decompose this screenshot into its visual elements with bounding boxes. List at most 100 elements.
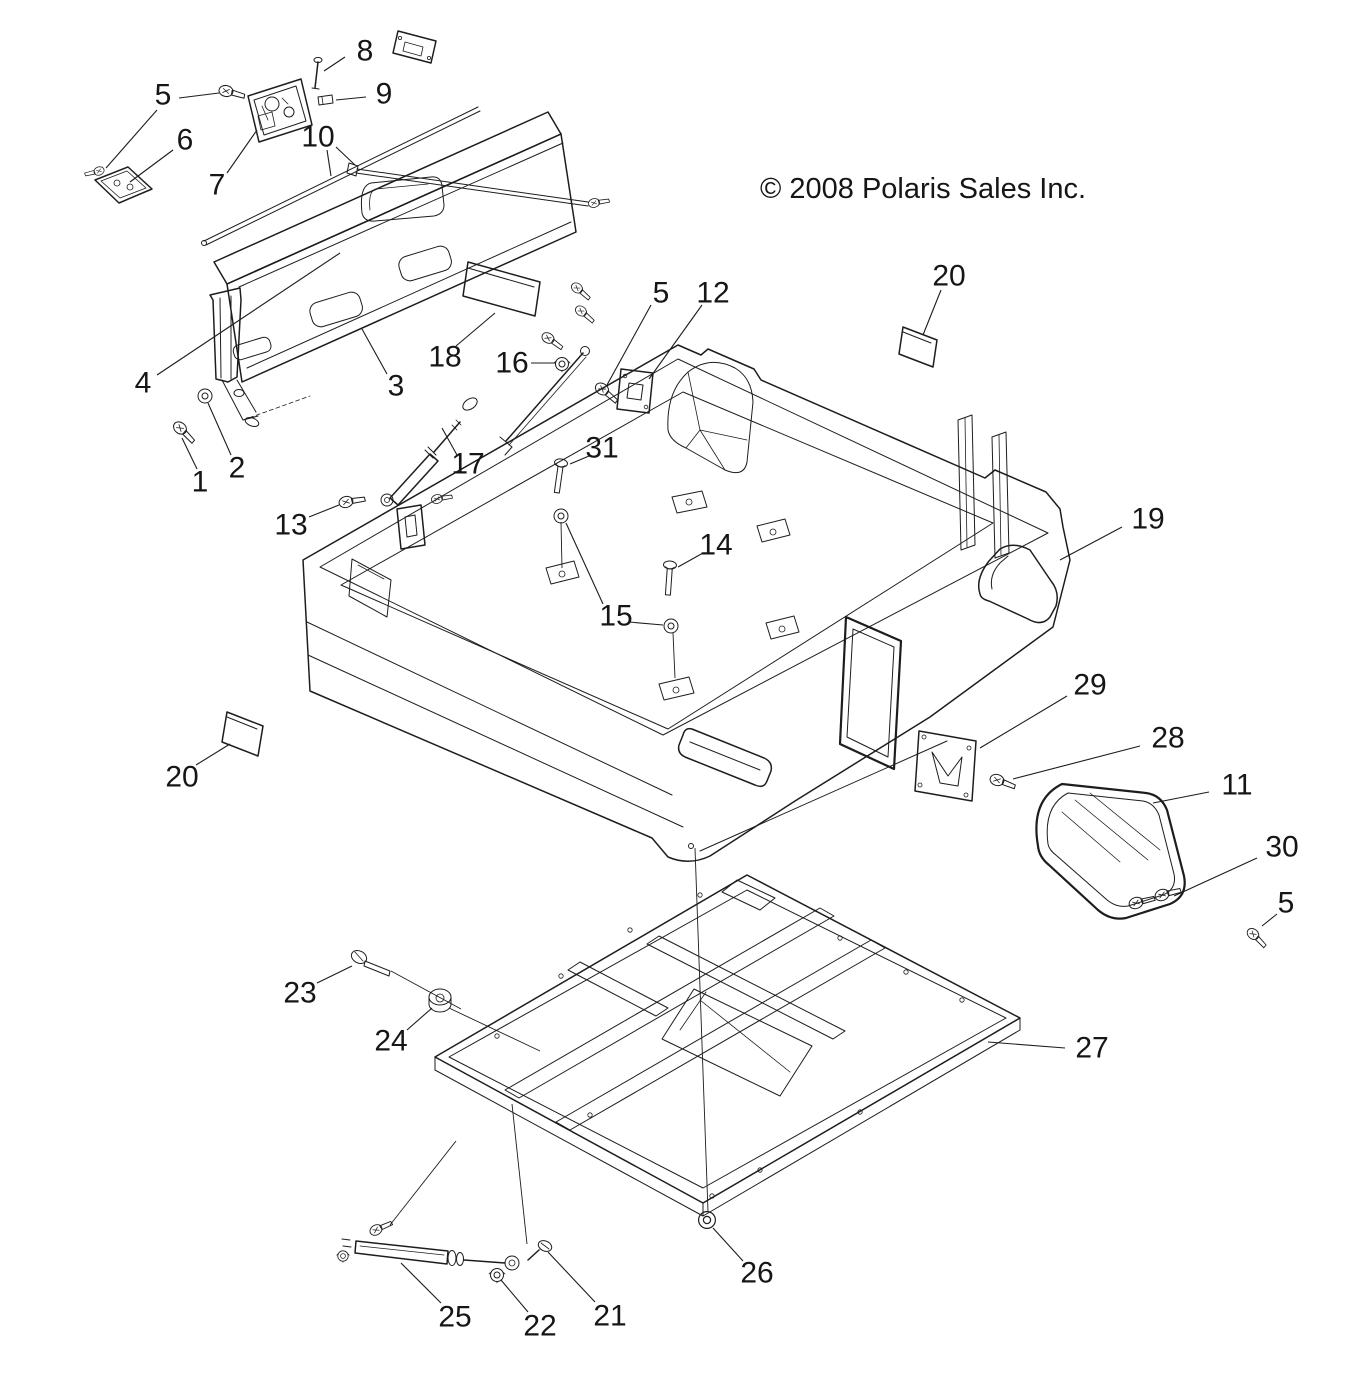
- callout-2: 2: [229, 452, 246, 485]
- warning-decal: [462, 261, 541, 317]
- flange-nut: [428, 988, 452, 1013]
- construction-line: [672, 632, 676, 679]
- leader-line-19: [1059, 526, 1123, 561]
- tailgate-panel: [213, 111, 577, 383]
- leader-line-8: [323, 56, 346, 72]
- leader-line-17: [441, 427, 458, 456]
- callout-8: 8: [357, 35, 374, 68]
- leader-line-18: [455, 312, 496, 347]
- spacer: [462, 397, 478, 411]
- callout-20: 20: [932, 260, 965, 293]
- leader-line-27: [987, 1041, 1066, 1049]
- callout-6: 6: [177, 124, 194, 157]
- frame-plate: [721, 879, 776, 911]
- alignment-lines: [389, 521, 709, 1245]
- front-handle-slot: [677, 727, 773, 788]
- tailgate-handle-recess: [360, 176, 445, 222]
- callout-16: 16: [495, 347, 528, 380]
- box-rim-inner: [319, 358, 1049, 736]
- taillight-lens: [1035, 782, 1186, 920]
- floor-tie-slot: [671, 490, 708, 514]
- side-access-panel: [838, 615, 903, 771]
- lens-screw: [1127, 890, 1157, 912]
- flat-screw: [569, 280, 594, 302]
- tailgate-hinge-pillar: [209, 287, 311, 427]
- leader-line-15: [628, 621, 664, 626]
- floor-washer: [553, 508, 569, 524]
- leader-line-5: [606, 304, 652, 386]
- frame-slider: [661, 988, 813, 1097]
- callout-30: 30: [1265, 831, 1298, 864]
- hinge-screw: [170, 418, 199, 445]
- leader-line-26: [712, 1227, 744, 1262]
- leader-line-4: [156, 252, 341, 376]
- wall-crease: [306, 621, 673, 796]
- callout-15: 15: [599, 600, 632, 633]
- leader-line-12: [648, 304, 703, 380]
- leader-line-15: [565, 522, 604, 605]
- leader-line-11: [1152, 791, 1210, 804]
- callout-11: 11: [1221, 769, 1252, 802]
- callout-3: 3: [388, 370, 405, 403]
- callout-25: 25: [438, 1301, 471, 1334]
- callout-7: 7: [209, 169, 226, 202]
- wall-crease: [699, 740, 948, 852]
- leader-line-10: [335, 146, 356, 166]
- frame-hardware: [350, 950, 717, 1230]
- frame-crossmember: [646, 935, 846, 1040]
- construction-line: [560, 521, 563, 569]
- strut-bolt: [367, 1216, 394, 1238]
- frame-crossmember: [567, 961, 669, 1017]
- leader-line-5: [178, 92, 220, 99]
- callout-18: 18: [428, 341, 461, 374]
- leader-line-29: [979, 695, 1068, 749]
- hinge-washer: [197, 388, 213, 404]
- leader-line-20: [922, 289, 942, 336]
- screw: [1244, 925, 1270, 950]
- leader-line-22: [500, 1279, 529, 1313]
- callout-23: 23: [283, 977, 316, 1010]
- callout-9: 9: [376, 78, 393, 111]
- tailgate-latch-rod: [346, 162, 611, 210]
- construction-line: [694, 847, 709, 1213]
- leader-line-30: [1173, 857, 1258, 897]
- leader-line-13: [308, 504, 340, 518]
- bracket-screw: [988, 772, 1018, 791]
- callout-10: 10: [301, 121, 334, 154]
- reflector-decal-left: [221, 711, 264, 757]
- leader-line-31: [569, 455, 590, 465]
- tailgate-slot: [398, 245, 452, 282]
- callout-28: 28: [1151, 722, 1184, 755]
- callout-26: 26: [740, 1257, 773, 1290]
- linkage-cluster: [337, 280, 654, 550]
- leader-line-10: [326, 149, 332, 177]
- construction-line: [448, 1007, 541, 1052]
- striker-plate-top: [392, 30, 437, 64]
- leader-line-28: [1012, 745, 1141, 780]
- leader-line-5: [105, 109, 158, 169]
- callout-5: 5: [653, 277, 670, 310]
- callout-1: 1: [192, 466, 209, 499]
- tailgate-slot: [309, 291, 363, 328]
- tailgate-slot: [232, 336, 272, 361]
- leader-line-23: [316, 965, 353, 984]
- tailgate-hinge-rod-upper: [201, 106, 481, 246]
- rear-rail-posts: [957, 414, 1010, 559]
- callout-29: 29: [1073, 669, 1106, 702]
- callout-20: 20: [165, 761, 198, 794]
- callout-5: 5: [155, 79, 172, 112]
- drain-hole: [688, 843, 694, 849]
- floor-slot: [756, 518, 791, 543]
- construction-line: [390, 970, 462, 1010]
- callout-22: 22: [523, 1310, 556, 1343]
- leader-line-20: [195, 743, 231, 766]
- pivot-nut: [488, 1268, 506, 1284]
- cargo-box: [302, 344, 1071, 862]
- retainer-clip: [317, 94, 334, 106]
- leader-line-5: [1261, 913, 1278, 927]
- leader-line-7: [226, 129, 258, 174]
- frame-bolt: [350, 950, 391, 977]
- callout-12: 12: [696, 277, 729, 310]
